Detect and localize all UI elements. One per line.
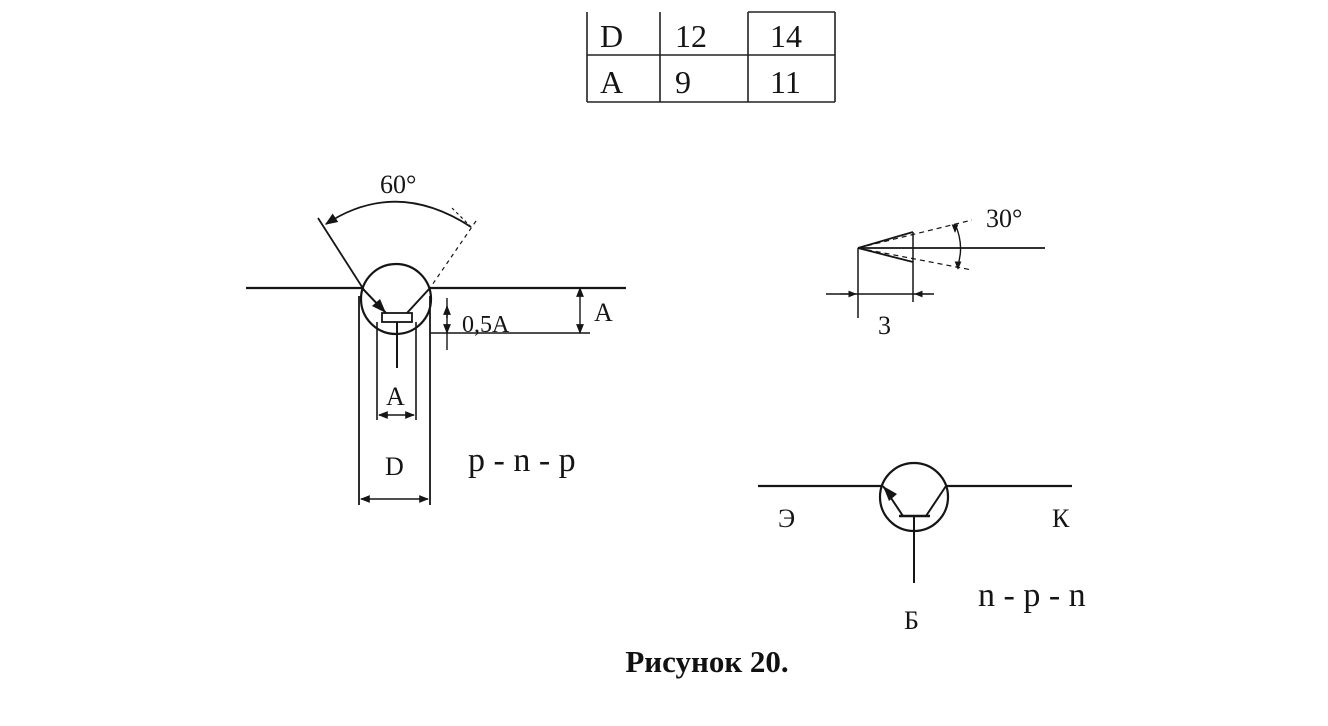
a-dimension-label-right: A xyxy=(594,298,613,327)
collector-label: К xyxy=(1052,504,1070,533)
right-vertical-dimensions xyxy=(430,287,590,350)
collector-line xyxy=(406,287,431,314)
dimension-table xyxy=(586,11,836,103)
arrow-detail-construction xyxy=(826,219,1045,318)
table-cell-value: 9 xyxy=(675,64,691,100)
emitter-arrow-icon xyxy=(372,299,386,313)
angle-30-label: 30° xyxy=(986,204,1022,233)
base-label: Б xyxy=(904,606,919,635)
table-cell-value: 11 xyxy=(770,64,801,100)
angle-60-label: 60° xyxy=(380,170,416,199)
base-bar xyxy=(381,312,413,323)
figure-caption: Рисунок 20. xyxy=(625,644,789,679)
half-a-dimension-label: 0,5A xyxy=(462,312,510,338)
pnp-type-label: p - n - p xyxy=(468,442,576,479)
npn-transistor-symbol xyxy=(758,461,1072,583)
arrow-length-label: 3 xyxy=(878,311,891,340)
emitter-label: Э xyxy=(778,504,795,533)
table-cell-label: A xyxy=(600,64,623,100)
d-dimension-label: D xyxy=(385,452,404,481)
bottom-horizontal-dimensions xyxy=(358,296,431,505)
a-dimension-label-bottom: A xyxy=(386,382,405,411)
table-cell-value: 12 xyxy=(675,18,707,54)
table-cell-label: D xyxy=(600,18,623,54)
table-cell-value: 14 xyxy=(770,18,802,54)
emitter-arrow-icon xyxy=(883,486,897,501)
angle-60-construction xyxy=(317,200,477,291)
table-row-d: D 12 14 xyxy=(600,18,802,54)
collector-line xyxy=(925,485,947,517)
npn-type-label: n - p - n xyxy=(978,577,1086,614)
pnp-transistor-symbol xyxy=(246,262,626,368)
table-row-a: A 9 11 xyxy=(600,64,801,100)
